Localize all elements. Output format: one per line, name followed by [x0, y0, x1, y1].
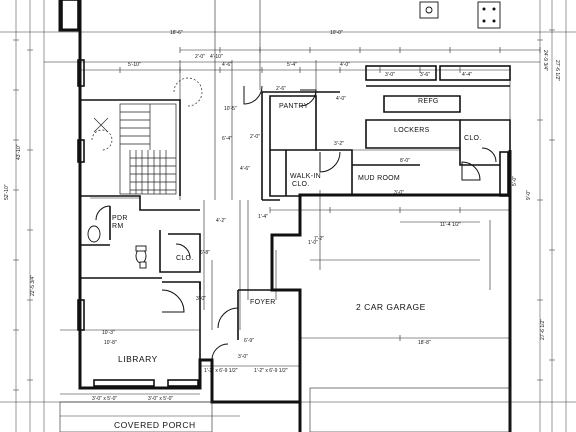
dim-text: 8'-0"	[400, 158, 410, 164]
dim-text: 18'-8"	[418, 340, 431, 346]
dim-text: 18'-6"	[170, 30, 183, 36]
door-swings	[91, 77, 497, 361]
powder-label: PDR	[112, 215, 128, 222]
dim-text: 11'-4 1/2"	[440, 222, 461, 228]
walk-in-clo-label: CLO.	[292, 181, 310, 188]
covered-porch-label: COVERED PORCH	[114, 420, 196, 430]
dim-text: 5'-4"	[287, 62, 297, 68]
clo-right-label: CLO.	[464, 135, 482, 142]
fixtures	[59, 0, 511, 432]
dim-text: 43'-10"	[16, 144, 22, 160]
dim-text: 3'-0" x 5'-0"	[92, 396, 117, 402]
dim-text: 3'-0"	[385, 72, 395, 78]
dim-text: 5'-0"	[512, 176, 518, 186]
dimension-labels: 18'-6" 10'-0" 24'-9 3/4" 27'-6 1/2" 2'-0…	[4, 30, 560, 402]
dim-text: 1'-2" x 6'-9 1/2"	[254, 368, 288, 374]
dim-text: 10'-5"	[224, 106, 237, 112]
stairs	[93, 103, 177, 195]
dim-text: 1'-0"	[308, 240, 318, 246]
dim-text: 2'-0"	[250, 134, 260, 140]
dim-text: 4'-6"	[222, 62, 232, 68]
dim-text: 22'-5 3/4"	[30, 275, 36, 296]
dim-text: 6'-4"	[222, 136, 232, 142]
pantry-label: PANTRY	[279, 103, 309, 110]
clo-left-label: CLO.	[176, 255, 194, 262]
sink-icon	[87, 225, 101, 243]
dim-text: 1'-4"	[258, 214, 268, 220]
range-icon	[477, 1, 501, 29]
interior-walls	[80, 85, 511, 388]
dim-text: 3'-2"	[334, 141, 344, 147]
garage-label: 2 CAR GARAGE	[356, 302, 426, 312]
dim-text: 4'-10"	[210, 54, 223, 60]
dim-text: 3'-0"	[196, 296, 206, 302]
powder-rm-label: RM	[112, 223, 124, 230]
dim-text: 9'-0"	[526, 190, 532, 200]
foyer-label: FOYER	[250, 299, 276, 306]
dim-text: 27'-6 1/2"	[554, 60, 560, 81]
dim-text: 2'-6"	[276, 86, 286, 92]
refg-label: REFG	[418, 98, 439, 105]
dim-text: 5'-10"	[128, 62, 141, 68]
dim-text: 6'-8"	[200, 250, 210, 256]
room-labels: PANTRY REFG LOCKERS CLO. WALK-IN CLO. MU…	[112, 98, 482, 430]
dim-text: 24'-9 3/4"	[542, 50, 548, 71]
dim-text: 4'-0"	[340, 62, 350, 68]
library-label: LIBRARY	[118, 354, 158, 364]
dim-text: 1'-2" x 6'-9 1/2"	[204, 368, 238, 374]
dim-text: 2'-0"	[195, 54, 205, 60]
dim-text: 10'-8"	[104, 340, 117, 346]
dim-text: 7'-2"	[314, 236, 324, 242]
dim-text: 6'-9"	[244, 338, 254, 344]
dim-text: 4'-2"	[216, 218, 226, 224]
dim-text: 52'-10"	[4, 184, 10, 200]
dim-text: 3'-0"	[238, 354, 248, 360]
dim-text: 3'-0" x 5'-0"	[148, 396, 173, 402]
dim-text: 3'-6"	[420, 72, 430, 78]
lockers-label: LOCKERS	[394, 127, 430, 134]
dim-text: 10'-0"	[330, 30, 343, 36]
dim-text: 4'-4"	[462, 72, 472, 78]
dim-text: 27'-6 1/2"	[540, 319, 546, 340]
dim-text: 4'-0"	[336, 96, 346, 102]
dim-text: 3'-0"	[394, 190, 404, 196]
walk-in-label: WALK-IN	[290, 173, 321, 180]
dim-text: 10'-3"	[102, 330, 115, 336]
mud-room-label: MUD ROOM	[358, 175, 400, 182]
dim-text: 4'-6"	[240, 166, 250, 172]
